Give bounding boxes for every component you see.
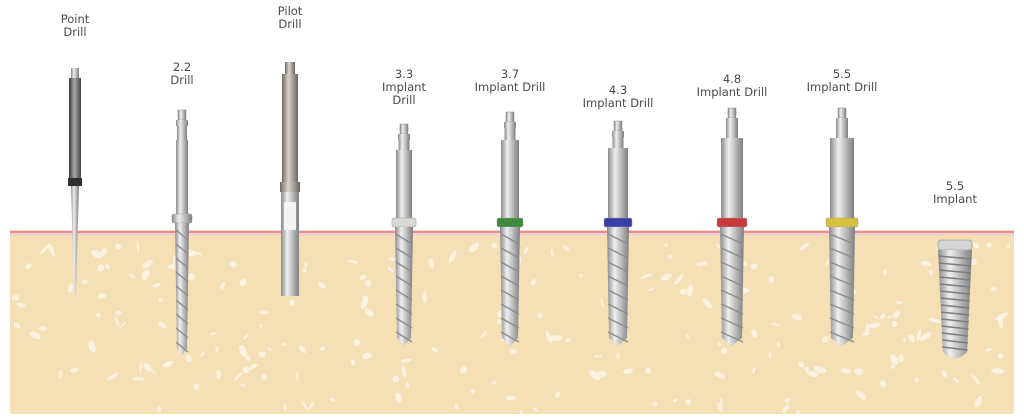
drill-neck (176, 140, 188, 214)
implant-drill-4-3-label: 4.3Implant Drill (583, 84, 654, 110)
implant-drill-5-5 (826, 108, 858, 346)
cutting-body (607, 227, 629, 346)
drill-connector (178, 110, 186, 120)
cutting-body (395, 227, 413, 346)
drill-connector (71, 68, 79, 78)
implant-drill-3-7-label: 3.7Implant Drill (475, 68, 546, 94)
point-drill-label-line: Drill (61, 26, 90, 39)
implant-drill-3-3-label: 3.3ImplantDrill (382, 68, 426, 107)
drill-shank (836, 124, 848, 138)
depth-collar (826, 218, 858, 227)
drill-neck (608, 148, 628, 218)
depth-collar (392, 218, 416, 227)
drill-neck (501, 140, 519, 218)
pilot-window (284, 202, 296, 230)
drill-shank (69, 78, 81, 180)
pilot-drill-label-line: Drill (278, 18, 303, 31)
drill-connector (400, 124, 408, 134)
cutting-body (500, 227, 520, 346)
drill-connector (728, 108, 736, 118)
drill-shank (282, 74, 298, 182)
drill-notch (612, 131, 624, 137)
drill-shank (613, 137, 624, 148)
depth-collar (717, 218, 747, 227)
drill-notch (398, 134, 410, 140)
drill-ring (68, 178, 82, 186)
drill-2-2-label: 2.2Drill (170, 61, 193, 87)
pilot-step (280, 182, 300, 192)
implant-5-5-label-line: Implant (933, 193, 977, 206)
drill-connector (285, 62, 295, 74)
drill-connector (614, 121, 622, 131)
drill-notch (504, 122, 516, 128)
drill-notch (836, 118, 848, 124)
implant-drill-5-5-label-line: Implant Drill (807, 81, 878, 94)
cutting-body (175, 223, 189, 356)
cutting-body (829, 227, 855, 346)
drill-2-2-label-line: Drill (170, 74, 193, 87)
implant-platform (938, 240, 972, 250)
implant-drill-4-3-label-line: Implant Drill (583, 97, 654, 110)
bone-spot (594, 355, 603, 357)
drill-notch (726, 118, 738, 124)
implant-5-5 (938, 240, 972, 359)
pilot-drill-label: PilotDrill (278, 5, 303, 31)
cutting-body (720, 227, 744, 346)
depth-collar (497, 218, 523, 227)
drill-connector (506, 112, 514, 122)
drill-neck (721, 138, 743, 218)
implant-drill-3-3-label-line: Drill (382, 94, 426, 107)
drill-shank (505, 128, 516, 140)
pilot-drill (280, 62, 300, 296)
depth-collar (604, 218, 632, 227)
point-drill-label: PointDrill (61, 13, 90, 39)
drill-neck (396, 150, 412, 218)
drill-shank (177, 126, 187, 140)
drill-neck (830, 138, 854, 218)
drill-shank (399, 140, 410, 150)
depth-collar (172, 214, 192, 223)
implant-drill-3-7-label-line: Implant Drill (475, 81, 546, 94)
drill-shank (726, 124, 738, 138)
drill-connector (838, 108, 846, 118)
drill-notch (176, 120, 188, 126)
implant-drill-4-8-label-line: Implant Drill (697, 86, 768, 99)
